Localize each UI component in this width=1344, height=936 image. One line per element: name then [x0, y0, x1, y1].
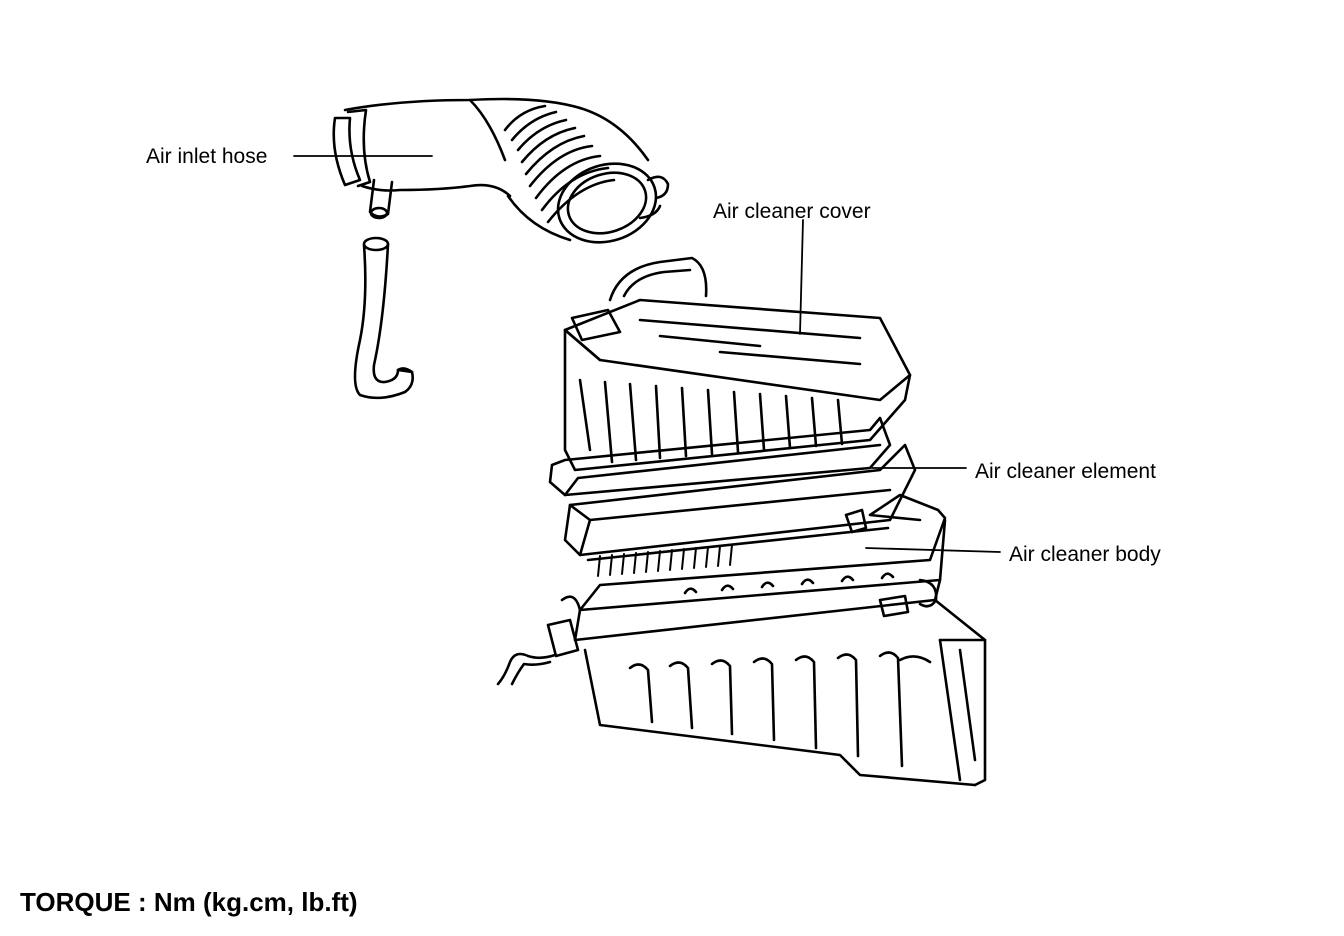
- label-air-inlet-hose: Air inlet hose: [146, 145, 268, 168]
- leader-lines: [293, 155, 1001, 553]
- label-air-cleaner-element: Air cleaner element: [975, 460, 1156, 483]
- air-cleaner-cover: [548, 256, 912, 497]
- air-inlet-hose: [332, 97, 670, 244]
- air-cleaner-body: [496, 493, 987, 787]
- torque-note: TORQUE : Nm (kg.cm, lb.ft): [20, 887, 358, 917]
- air-cleaner-element: [563, 443, 917, 577]
- label-air-cleaner-cover: Air cleaner cover: [713, 200, 871, 223]
- breather-hose: [353, 236, 414, 400]
- label-air-cleaner-body: Air cleaner body: [1009, 543, 1161, 566]
